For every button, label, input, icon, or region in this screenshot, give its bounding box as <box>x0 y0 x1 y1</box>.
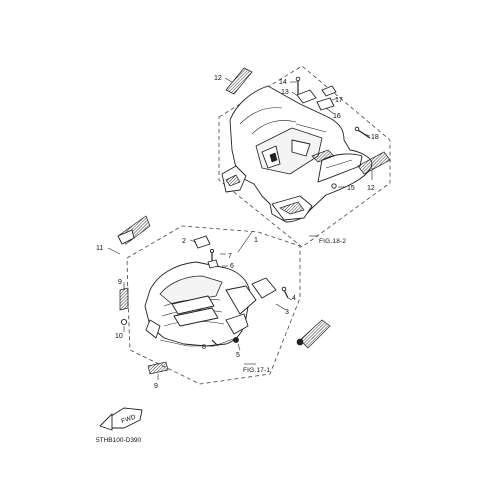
part-5-grommet <box>233 337 239 343</box>
emblem-12-right <box>357 151 391 175</box>
rear-fender-group: 12 14 13 17 16 18 15 12 FIG.18-2 <box>214 65 391 248</box>
part-16-plate <box>316 97 335 111</box>
callout-17: 17 <box>335 97 343 104</box>
callout-12-left: 12 <box>214 75 222 82</box>
callout-13: 13 <box>281 89 289 96</box>
figure-ref-front: FIG.17-1 <box>243 367 270 374</box>
callout-16: 16 <box>333 113 341 120</box>
callout-2: 2 <box>182 238 186 245</box>
part-8-bolt <box>211 339 219 347</box>
part-17-plate <box>321 85 337 97</box>
part-14-head <box>295 76 301 82</box>
side-panel-clip <box>296 338 304 346</box>
diagram-code: 5THB100-D390 <box>96 437 142 444</box>
callout-9-upper: 9 <box>118 279 122 286</box>
rear-group-boundary <box>218 65 391 248</box>
callout-14: 14 <box>279 79 287 86</box>
fwd-label: FWD <box>120 413 137 425</box>
fwd-arrow: FWD <box>99 407 143 431</box>
part-4-head <box>281 286 287 292</box>
part-13-plate <box>296 89 317 104</box>
callout-3: 3 <box>285 309 289 316</box>
side-panel-emblem <box>299 319 331 349</box>
front-fender <box>144 261 257 347</box>
part-10-grommet <box>120 318 128 326</box>
callout-5: 5 <box>236 352 240 359</box>
callout-1: 1 <box>254 237 258 244</box>
part-6-plate <box>207 259 219 269</box>
rear-fender <box>221 85 373 223</box>
callout-9-lower: 9 <box>154 383 158 390</box>
callout-7: 7 <box>228 253 232 260</box>
callout-18: 18 <box>371 134 379 141</box>
callout-10: 10 <box>115 333 123 340</box>
callout-12-right: 12 <box>367 185 375 192</box>
callout-11: 11 <box>96 245 103 252</box>
part-18-head <box>354 126 360 132</box>
emblem-9-lower <box>147 361 169 375</box>
figure-ref-rear: FIG.18-2 <box>319 238 346 245</box>
emblem-9-upper <box>119 287 129 311</box>
callout-15: 15 <box>347 185 355 192</box>
callout-4: 4 <box>292 295 296 302</box>
part-4-bolt <box>283 289 289 299</box>
part-2-bracket <box>193 235 211 249</box>
callout-6: 6 <box>230 263 234 270</box>
part-3-panel <box>251 277 277 299</box>
part-7-head <box>209 248 215 254</box>
callout-8: 8 <box>202 344 206 351</box>
part-15-screw <box>331 183 337 189</box>
front-fender-group: 11 2 1 7 6 3 4 9 10 8 5 9 FIG.17-1 <box>96 215 331 390</box>
emblem-12-left <box>225 67 253 95</box>
